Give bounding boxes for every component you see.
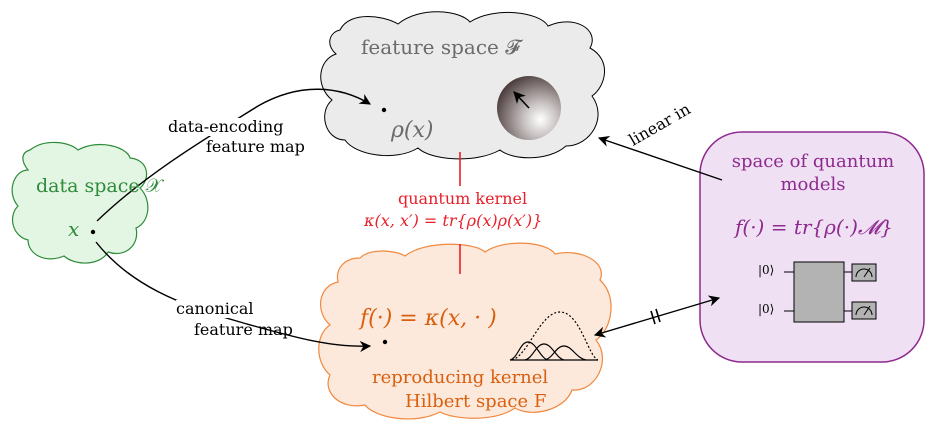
rkhs-cloud	[318, 242, 612, 420]
equality-arrow	[593, 295, 721, 338]
quantum-circuit-icon	[784, 261, 877, 323]
feature-space-cloud	[320, 11, 605, 160]
linear-in-arrow	[597, 135, 723, 181]
data-encoding-feature-map-label: feature map	[206, 137, 305, 156]
rho-label: ρ(x)	[391, 118, 434, 143]
ket-label-1: |0⟩	[758, 263, 775, 277]
kernel-point	[382, 339, 388, 345]
gaussian-kernel-curves-icon	[509, 311, 599, 361]
rkhs-label-line1: reproducing kernel	[372, 367, 549, 388]
data-space-label: data space 𝒳	[36, 175, 162, 197]
rho-point	[381, 107, 387, 113]
measurement-meter-icon	[851, 301, 877, 320]
equality-mark-icon	[650, 308, 661, 325]
data-encoding-arrow	[96, 88, 371, 222]
data-space-cloud	[11, 141, 149, 264]
ket-label-2: |0⟩	[758, 302, 775, 316]
rkhs-function-label: f(·) = κ(x, · )	[360, 306, 497, 331]
x-label: x	[68, 217, 80, 241]
measurement-meter-icon	[851, 263, 877, 282]
data-encoding-label: data-encoding	[168, 117, 284, 137]
rkhs-label-line2: Hilbert space F	[405, 391, 547, 412]
canonical-arrow	[95, 241, 372, 353]
quantum-kernel-formula: κ(x, x′) = tr{ρ(x)ρ(x′)}	[364, 211, 543, 230]
quantum-models-label-line2: models	[780, 174, 846, 195]
canonical-label: canonical	[176, 299, 254, 319]
quantum-models-label-line1: space of quantum	[731, 151, 895, 172]
bloch-sphere-icon	[497, 76, 561, 140]
quantum-models-formula: f(·) = tr{ρ(·)𝓜}	[734, 215, 893, 239]
canonical-feature-map-label: feature map	[194, 320, 293, 339]
x-point	[90, 229, 96, 235]
feature-space-label: feature space 𝓕	[361, 35, 520, 59]
quantum-kernel-label: quantum kernel	[398, 189, 528, 208]
